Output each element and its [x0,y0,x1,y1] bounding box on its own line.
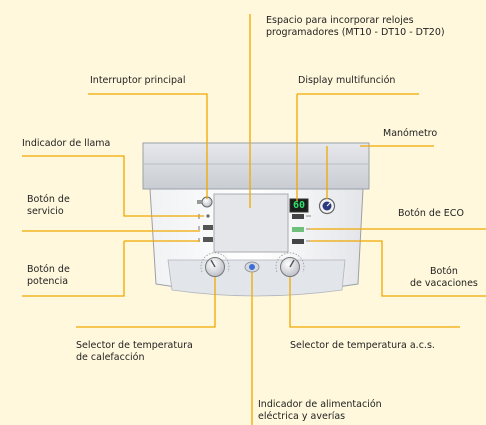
heating-temperature-knob [200,252,230,277]
label-indicador-alimentacion: Indicador de alimentación eléctrica y av… [258,399,382,422]
display-value: 60 [292,200,306,211]
label-display-multifuncion: Display multifunción [298,75,396,86]
leader-interruptor [88,93,208,199]
leader-acs [289,277,460,328]
label-manometro: Manómetro [383,128,438,139]
leader-vacaciones [310,240,486,297]
label-selector-calefaccion: Selector de temperatura de calefacción [76,340,193,363]
multifunction-display [289,198,309,213]
clock-recess [213,193,289,253]
label-espacio-relojes: Espacio para incorporar relojes programa… [266,15,445,38]
label-interruptor-principal: Interruptor principal [90,75,186,86]
label-boton-vacaciones: Botón de vacaciones [410,266,478,289]
power-fault-indicator-icon [244,261,260,273]
leader-potencia-a [22,241,125,297]
label-boton-servicio: Botón de servicio [27,194,70,217]
leader-calefaccion [76,277,216,328]
manometer-icon [318,197,336,215]
label-boton-potencia: Botón de potencia [27,264,70,287]
leader-lines [22,14,486,425]
label-indicador-llama: Indicador de llama [22,138,111,149]
dhw-temperature-knob [275,252,305,277]
boiler-top-casing [142,142,370,190]
label-boton-eco: Botón de ECO [398,208,464,219]
label-selector-acs: Selector de temperatura a.c.s. [290,340,435,351]
leader-llama [22,155,204,217]
